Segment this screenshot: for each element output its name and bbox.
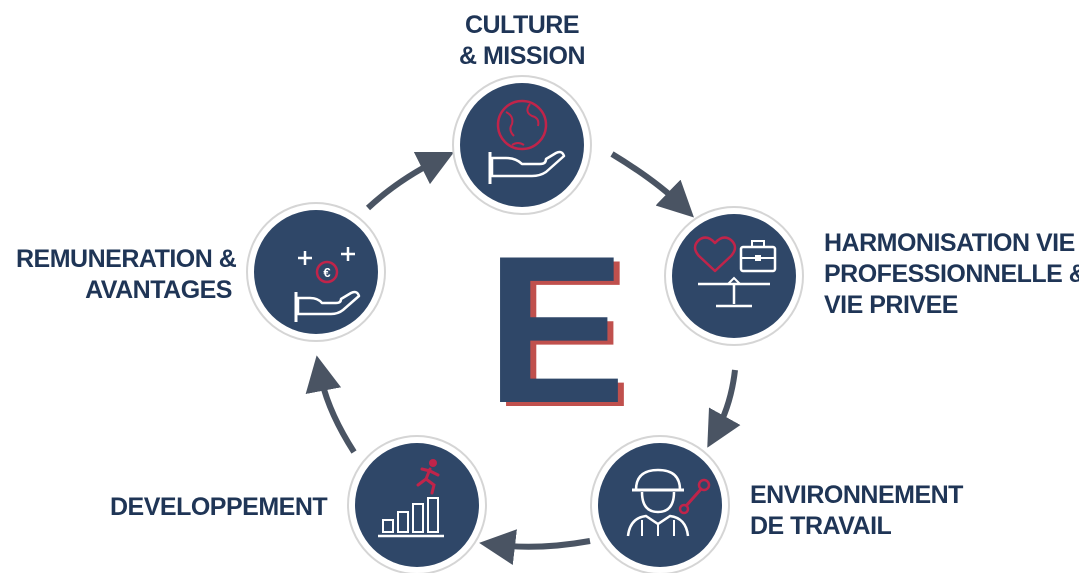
node-remuneration: € (246, 202, 386, 342)
heart-briefcase-scale-icon (693, 236, 777, 308)
node-environnement (590, 435, 730, 573)
center-letter: E E (486, 225, 632, 439)
node-harmonisation (664, 206, 804, 346)
label-culture-mission: CULTURE & MISSION (458, 11, 586, 70)
arrow-bottomleft-to-left (305, 355, 357, 454)
arrow-top-to-right (610, 151, 694, 218)
node-culture-mission (452, 75, 592, 215)
label-developpement: DEVELOPPEMENT (110, 493, 328, 521)
label-remuneration: REMUNERATION & AVANTAGES (16, 245, 237, 304)
euro-hand-icon: € (294, 247, 361, 322)
arrow-right-to-bottomright (707, 369, 741, 448)
label-environnement: ENVIRONNEMENT DE TRAVAIL (750, 481, 963, 540)
label-harmonisation: HARMONISATION VIE PROFESSIONNELLE & VIE … (824, 229, 1079, 319)
globe-hand-icon (488, 99, 566, 184)
svg-text:€: € (323, 265, 330, 280)
runner-bars-icon (378, 459, 444, 538)
arrow-left-to-top (365, 151, 455, 211)
node-developpement (347, 435, 487, 573)
center-letter-shadow: E (492, 216, 633, 451)
arrow-bottomright-to-bottomleft (479, 529, 591, 565)
worker-wrench-icon (626, 468, 711, 537)
center-letter-front: E (486, 212, 627, 447)
